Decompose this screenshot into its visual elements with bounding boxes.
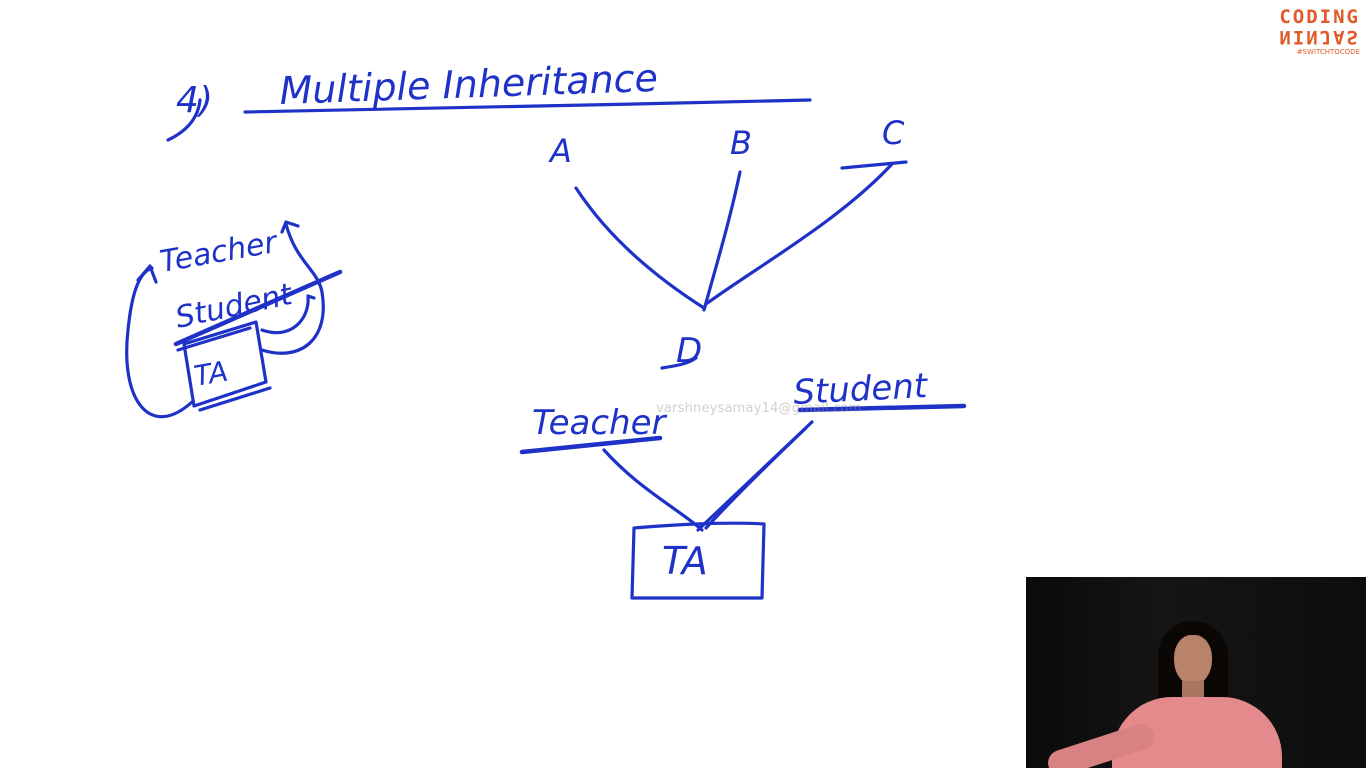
bottom-parent-right-underline: [797, 403, 967, 413]
left-sketch-top-arrow-head: [280, 220, 300, 234]
email-watermark: varshneysamay14@gmail.com: [656, 401, 862, 416]
logo-tagline: #SWITCHTOCODE: [1296, 48, 1360, 56]
bottom-child-label: TA: [662, 539, 708, 583]
node-d-tail: [660, 356, 698, 370]
bottom-parent-left-label: Teacher: [532, 403, 667, 443]
node-a-label: A: [548, 132, 572, 170]
logo-line1: CODING: [1279, 6, 1360, 28]
left-sketch-small-loop: [260, 294, 316, 335]
left-sketch-outer-arrow-head: [136, 264, 158, 284]
left-sketch-inner-loop: [260, 222, 325, 355]
logo-line2: NINJAS: [1279, 26, 1360, 48]
presenter-webcam-video: [1026, 577, 1366, 768]
heading-number-tail: [166, 98, 202, 142]
node-b-label: B: [730, 124, 752, 162]
bottom-child-box: [630, 521, 766, 600]
left-sketch-middle-underline: [173, 269, 343, 347]
bottom-parent-left-underline: [519, 435, 663, 455]
presenter-face: [1174, 635, 1212, 685]
node-c-label: C: [882, 114, 905, 152]
left-sketch-ta-box: [182, 320, 268, 408]
edge-a-d: [574, 186, 706, 310]
edge-c-d: [704, 162, 894, 306]
left-sketch-top-label: Teacher: [157, 225, 281, 280]
node-c-underline: [840, 160, 908, 170]
left-sketch-ta-box-shadow: [176, 326, 272, 412]
coding-ninjas-logo: CODING NINJAS #SWITCHTOCODE: [1258, 6, 1360, 57]
heading-underline: [243, 98, 812, 114]
edge-teacher-ta: [602, 448, 704, 532]
left-sketch-bottom-label: TA: [191, 355, 230, 393]
edge-student-ta-double: [704, 426, 808, 530]
edge-b-d: [702, 170, 742, 312]
